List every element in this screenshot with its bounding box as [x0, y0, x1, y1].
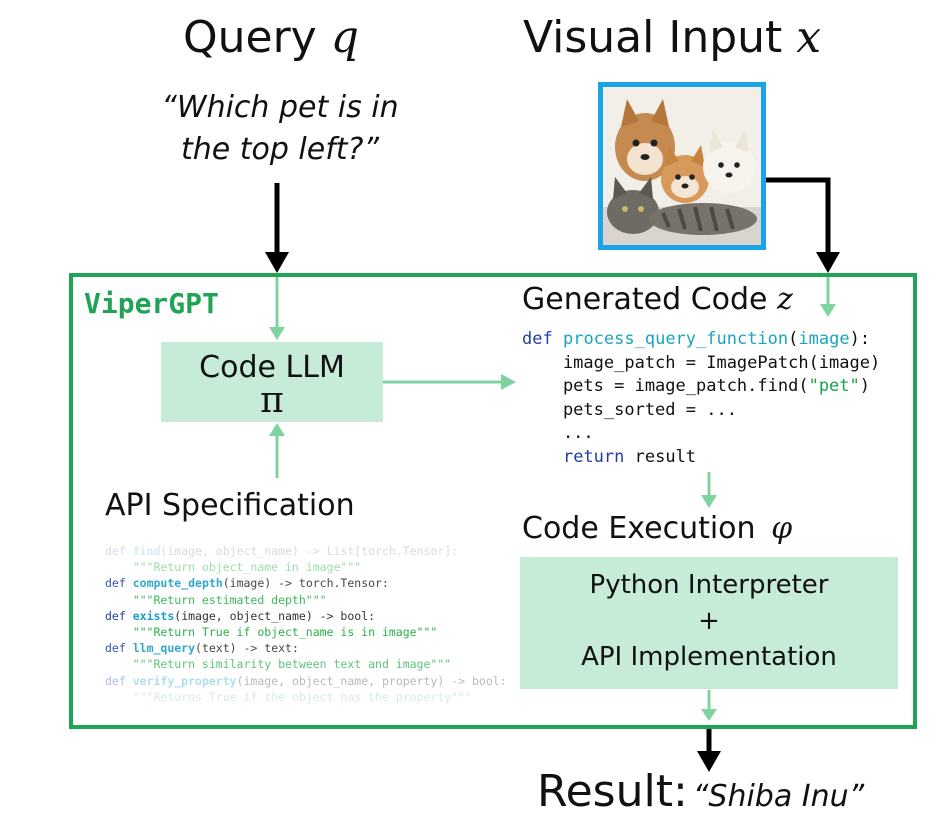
api-token: def: [105, 576, 126, 591]
query-arrow: [265, 183, 289, 273]
api-token: (image, object_name) -> bool:: [174, 608, 376, 623]
visual-input-variable: x: [796, 12, 822, 63]
code-llm-symbol: π: [260, 380, 284, 421]
api-line: """Return similarity between text and im…: [105, 656, 507, 672]
dogs-and-cat-photo-icon: [603, 87, 761, 245]
visual-input-title-text: Visual Input: [523, 12, 783, 63]
vipergpt-frame: [69, 273, 917, 729]
code-execution-variable: φ: [771, 511, 793, 546]
api-token: compute_depth: [132, 576, 223, 591]
visual-input-arrow: [766, 177, 840, 273]
api-token: exists: [132, 608, 175, 623]
api-token: [126, 544, 133, 558]
api-token: """Returns True if the object has the pr…: [105, 689, 472, 704]
api-line: def find(image, object_name) -> List[tor…: [105, 543, 507, 559]
api-token: (text) -> text:: [195, 641, 299, 656]
code-token: (: [788, 329, 799, 349]
code-llm-label: Code LLM: [199, 350, 345, 385]
code-line: pets_sorted = ...: [522, 399, 880, 423]
code-token: process_query_function: [562, 329, 789, 349]
api-token: [126, 609, 133, 623]
api-token: [126, 576, 133, 590]
api-token: [126, 674, 133, 688]
code-token: [553, 329, 563, 349]
query-variable: q: [330, 12, 359, 63]
api-token: llm_query: [132, 641, 196, 656]
api-token: [126, 641, 133, 655]
api-line: """Return estimated depth""": [105, 592, 507, 608]
image-to-code-arrow: [820, 277, 836, 317]
code-token: def: [522, 329, 553, 349]
code-line: return result: [522, 446, 880, 470]
api-token: (image, object_name) -> List[torch.Tenso…: [160, 544, 459, 558]
code-token: ): [859, 376, 871, 396]
api-token: """Return object_name in image""": [105, 560, 362, 575]
code-token: pets_sorted = ...: [522, 399, 737, 420]
execution-line3: API Implementation: [581, 642, 837, 672]
llm-to-code-arrow: [383, 374, 516, 390]
api-token: """Return True if object_name is in imag…: [105, 625, 438, 640]
code-token: [522, 447, 563, 467]
api-token: def: [105, 608, 126, 623]
api-line: def compute_depth(image) -> torch.Tensor…: [105, 575, 507, 591]
generated-code-block: def process_query_function(image): image…: [522, 328, 880, 469]
api-to-llm-arrow: [269, 423, 285, 478]
execution-line1: Python Interpreter: [589, 570, 829, 600]
api-token: """Return estimated depth""": [105, 592, 327, 607]
api-token: def: [105, 673, 126, 688]
code-execution-title-text: Code Execution: [522, 511, 756, 546]
execution-line2: +: [698, 606, 720, 636]
api-token: find: [132, 544, 161, 558]
code-token: ):: [849, 329, 871, 349]
query-title: Query q: [183, 12, 359, 63]
api-token: (image) -> torch.Tensor:: [222, 576, 389, 591]
api-token: def: [105, 544, 126, 558]
code-line: image_patch = ImagePatch(image): [522, 352, 880, 376]
code-llm-box: Code LLM π: [161, 342, 383, 422]
execution-box: Python Interpreter + API Implementation: [520, 557, 898, 689]
api-spec-title: API Specification: [105, 488, 355, 523]
code-token: image_patch = ImagePatch(image): [522, 352, 881, 373]
result-arrow: [697, 726, 721, 772]
result: Result: “Shiba Inu”: [537, 766, 864, 817]
api-line: """Returns True if the object has the pr…: [105, 689, 507, 705]
result-value: “Shiba Inu”: [692, 779, 865, 814]
code-token: pets = image_patch.find(: [522, 376, 809, 396]
query-title-text: Query: [183, 12, 317, 63]
execution-to-result-arrow: [701, 690, 717, 721]
code-line: pets = image_patch.find("pet"): [522, 375, 880, 399]
api-token: (image, object_name, property) -> bool:: [236, 673, 507, 688]
api-line: def verify_property(image, object_name, …: [105, 673, 507, 689]
code-token: "pet": [808, 376, 860, 396]
result-label: Result:: [537, 766, 688, 817]
visual-input-image: [598, 82, 766, 250]
code-line: def process_query_function(image):: [522, 328, 880, 352]
api-token: """Return similarity between text and im…: [105, 657, 452, 672]
query-to-llm-arrow: [269, 277, 285, 340]
generated-code-title-text: Generated Code: [522, 282, 768, 317]
code-token: image: [798, 329, 850, 349]
code-line: ...: [522, 422, 880, 446]
api-line: """Return True if object_name is in imag…: [105, 624, 507, 640]
api-spec-code: def find(image, object_name) -> List[tor…: [105, 543, 507, 705]
query-text-line2: the top left?”: [180, 132, 380, 167]
generated-code-variable: z: [777, 282, 793, 317]
query-text-line1: “Which pet is in: [161, 90, 399, 125]
api-token: def: [105, 641, 126, 656]
code-execution-title: Code Execution φ: [522, 511, 792, 546]
generated-code-title: Generated Code z: [522, 282, 793, 317]
vipergpt-label: ViperGPT: [84, 287, 219, 320]
code-token: result: [624, 446, 697, 467]
query-text: “Which pet is in the top left?”: [130, 87, 430, 171]
api-line: def llm_query(text) -> text:: [105, 640, 507, 656]
code-token: return: [562, 446, 625, 467]
api-line: def exists(image, object_name) -> bool:: [105, 608, 507, 624]
code-token: ...: [522, 423, 594, 443]
api-line: """Return object_name in image""": [105, 559, 507, 575]
visual-input-title: Visual Input x: [523, 12, 821, 63]
api-token: verify_property: [132, 673, 237, 688]
code-to-execution-arrow: [701, 472, 717, 508]
